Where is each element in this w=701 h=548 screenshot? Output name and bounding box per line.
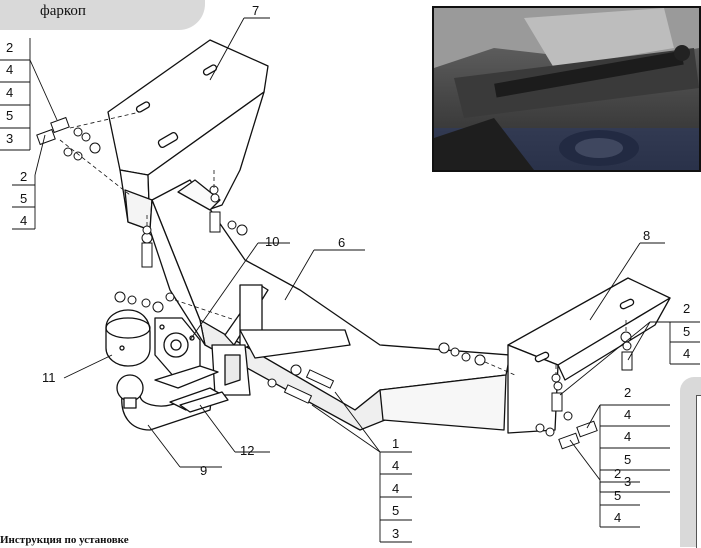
main-beam bbox=[149, 179, 511, 431]
stack-mid-left-label: 5 bbox=[20, 191, 27, 206]
stack-right-lower-label: 5 bbox=[624, 452, 631, 467]
stack-top-left-label: 5 bbox=[6, 108, 13, 123]
stack-right-bottom bbox=[599, 481, 640, 528]
stack-right-bottom-label: 5 bbox=[614, 488, 621, 503]
callout-1: 1 bbox=[392, 436, 399, 451]
bolt-vertical-left bbox=[141, 225, 153, 268]
stack-right-lower-label: 4 bbox=[624, 429, 631, 444]
side-tab-table bbox=[696, 395, 701, 548]
callout-8: 8 bbox=[643, 228, 650, 243]
stack-right-upper bbox=[650, 321, 700, 365]
installed-towbar-photo bbox=[432, 6, 701, 172]
side-tab bbox=[680, 377, 701, 548]
callout-12: 12 bbox=[240, 443, 254, 458]
stack-bottom-center-label: 4 bbox=[392, 458, 399, 473]
callout-10: 10 bbox=[265, 234, 279, 249]
title-tab: фаркоп bbox=[0, 0, 205, 30]
bolt-right-lower bbox=[535, 411, 598, 450]
stack-top-left-label: 2 bbox=[6, 40, 13, 55]
nuts-row-left bbox=[114, 291, 175, 313]
hitch-clip bbox=[154, 365, 229, 413]
callout-9: 9 bbox=[200, 463, 207, 478]
stack-right-upper-label: 4 bbox=[683, 346, 690, 361]
nuts-row-right bbox=[438, 342, 486, 366]
stack-right-upper-label: 5 bbox=[683, 324, 690, 339]
stack-bottom-center-label: 4 bbox=[392, 481, 399, 496]
stack-right-lower-label: 2 bbox=[624, 385, 631, 400]
stack-mid-left-label: 4 bbox=[20, 213, 27, 228]
bolt-right-mid bbox=[551, 373, 563, 412]
stack-right-bottom-label: 2 bbox=[614, 466, 621, 481]
stack-right-lower bbox=[599, 404, 670, 493]
stack-top-left bbox=[0, 38, 31, 151]
bolt-right-upper bbox=[620, 331, 633, 371]
fasteners bbox=[36, 116, 633, 450]
footer-text: Инструкция по установке bbox=[0, 534, 129, 546]
part-stacks bbox=[0, 38, 700, 543]
title-text: фаркоп bbox=[40, 3, 86, 19]
stack-bottom-center-label: 5 bbox=[392, 503, 399, 518]
stack-top-left-label: 4 bbox=[6, 62, 13, 77]
callout-7: 7 bbox=[252, 3, 259, 18]
socket-plate bbox=[154, 317, 201, 379]
leader-lines bbox=[29, 17, 665, 481]
stack-mid-left-label: 2 bbox=[20, 169, 27, 184]
ball-cap bbox=[105, 309, 151, 367]
stack-right-upper-label: 2 bbox=[683, 301, 690, 316]
bolt-mid-left bbox=[36, 128, 101, 161]
bolts-row-bottom bbox=[267, 364, 335, 404]
stack-right-lower-label: 3 bbox=[624, 474, 631, 489]
stack-bottom-center-label: 3 bbox=[392, 526, 399, 541]
bolt-vertical-center bbox=[209, 185, 248, 236]
stack-top-left-label: 3 bbox=[6, 131, 13, 146]
stack-mid-left bbox=[12, 175, 36, 230]
stack-right-bottom-label: 4 bbox=[614, 510, 621, 525]
vehicle-underside-photo-icon bbox=[434, 8, 699, 170]
alignment-lines bbox=[59, 111, 627, 376]
callout-11: 11 bbox=[42, 370, 56, 385]
right-bracket bbox=[507, 277, 671, 434]
stack-bottom-center bbox=[379, 451, 412, 543]
hitch-receiver bbox=[211, 284, 351, 396]
bolt-top-left bbox=[50, 116, 91, 142]
stack-right-lower-label: 4 bbox=[624, 407, 631, 422]
stack-top-left-label: 4 bbox=[6, 85, 13, 100]
callout-6: 6 bbox=[338, 235, 345, 250]
